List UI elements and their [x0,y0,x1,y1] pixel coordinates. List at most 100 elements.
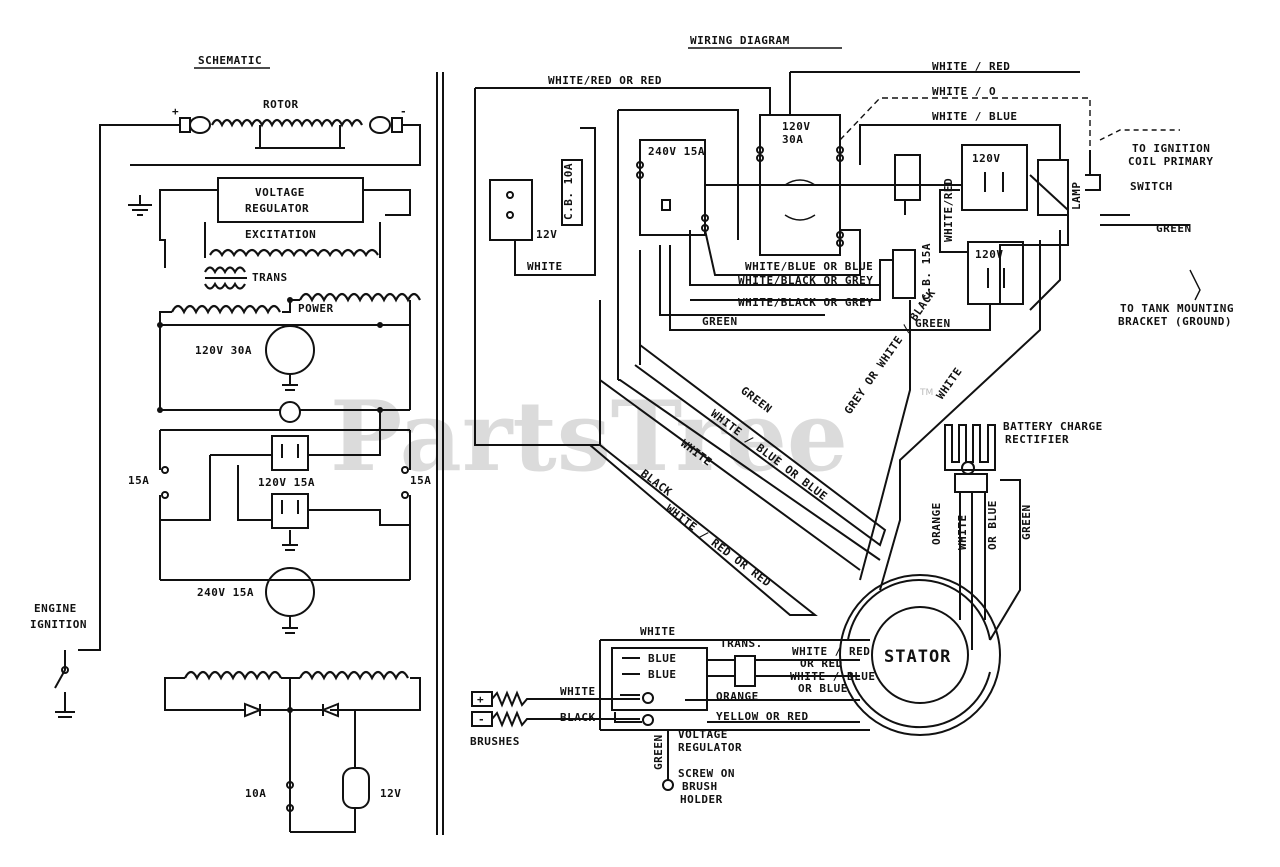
switch-label: SWITCH [1130,180,1173,193]
recept-240v-label: 240V 15A [197,586,254,599]
white-blue-bottom-1-label: WHITE / BLUE [790,670,875,683]
receptacle-120v-15a-a [961,144,1028,211]
blue-1-label: BLUE [648,652,677,665]
schematic-section: SCHEMATIC ROTOR + - VOLTAGE REGULATOR EX… [30,54,431,833]
trans-bottom-label: TRANS. [720,637,763,650]
circuit-breaker-10a-body [561,159,583,226]
voltage-regulator-label-1: VOLTAGE [255,186,305,199]
battery-charge-label-1: BATTERY CHARGE [1003,420,1103,433]
watermark-tm: TM [919,388,933,398]
green-vertical-label: GREEN [652,734,665,770]
black-brush-label: BLACK [560,711,596,724]
transformer-icon [734,655,756,687]
rotor-minus: - [400,105,407,118]
green-2-label: GREEN [915,317,951,330]
blue-2-label: BLUE [648,668,677,681]
charge-coil-right-icon [299,670,409,681]
engine-ignition-label-2: IGNITION [30,618,87,631]
schematic-title: SCHEMATIC [198,54,262,67]
white-red-bottom-2-label: OR RED [800,657,843,670]
ignition-switch-icon [54,650,75,718]
green-right-label: GREEN [1156,222,1192,235]
voltage-reg-label-1: VOLTAGE [678,728,728,741]
cb-12v-label: 12V [536,228,557,241]
rotor-label: ROTOR [263,98,299,111]
recept-30a-label: 120V 30A [195,344,252,357]
to-ignition-label-1: TO IGNITION [1132,142,1210,155]
battery-12v-label: 12V [380,787,401,800]
white-red-bottom-1-label: WHITE / RED [792,645,870,658]
white-red-vertical-label: WHITE/RED [942,178,955,242]
brushes-label: BRUSHES [470,735,520,748]
rect-wire-2-label: WHITE [956,514,969,550]
voltage-reg-label-2: REGULATOR [678,741,742,754]
cb-10a-label: C.B. 10A [562,163,575,220]
stator-inner [871,606,969,704]
stator-label: STATOR [884,647,951,667]
screw-label-1: SCREW ON [678,767,735,780]
white-bottom-label: WHITE [640,625,676,638]
circuit-breaker-15a [892,249,916,299]
lamp-label: LAMP [1070,182,1083,211]
power-coil-right-icon [299,292,421,303]
voltage-regulator-label-2: REGULATOR [245,202,309,215]
harness-white-red-label: WHITE / RED OR RED [663,502,773,590]
to-tank-label-1: TO TANK MOUNTING [1120,302,1234,315]
brush-spring-icon [491,690,640,708]
power-label: POWER [298,302,334,315]
yellow-red-label: YELLOW OR RED [716,710,809,723]
receptacle-15a-icon [271,435,309,471]
white-brush-label: WHITE [560,685,596,698]
white-black-grey-2-label: WHITE/BLACK OR GREY [738,296,873,309]
brush-minus-label: - [478,713,485,726]
white-blue-orange-label: WHITE/BLUE OR BLUE [745,260,873,273]
brush-plus-label: + [477,693,484,706]
wire-top-right-1-label: WHITE / RED [932,60,1010,73]
screw-icon [662,779,674,791]
harness-white-right-label: WHITE [934,365,965,402]
orange-label: ORANGE [716,690,759,703]
battery-charge-label-2: RECTIFIER [1005,433,1069,446]
watermark-text: PartsTree [330,380,848,493]
wiring-title: WIRING DIAGRAM [690,34,790,47]
power-coil-left-icon [171,304,281,315]
engine-ignition-label-1: ENGINE [34,602,77,615]
to-ignition-label-2: COIL PRIMARY [1128,155,1213,168]
recept-120v-30a-label-2: 30A [782,133,803,146]
breaker-15a-right-label: 15A [410,474,431,487]
breaker-15a-left-label: 15A [128,474,149,487]
receptacle-30a-icon [265,325,315,375]
stator-outer [839,574,1001,736]
charge-coil-left-icon [184,670,282,681]
rect-wire-1-label: ORANGE [930,502,943,545]
recept-120v-15a-b-label: 120V [975,248,1004,261]
receptacle-120v-15a-b [967,241,1024,305]
rect-wire-3-label: OR BLUE [986,500,999,550]
wire-white-red-top-label: WHITE/RED OR RED [548,74,662,87]
transformer-coil-icon [204,266,246,290]
rotor-plus: + [172,105,179,118]
receptacle-15a-icon [271,493,309,529]
screw-label-2: BRUSH [682,780,718,793]
wire-top-right-2-label: WHITE / O [932,85,996,98]
voltage-regulator-box [217,177,364,223]
excitation-label: EXCITATION [245,228,316,241]
white-black-grey-label: WHITE/BLACK OR GREY [738,274,873,287]
screw-label-3: HOLDER [680,793,723,806]
rotor-coil-icon [211,118,363,128]
rectifier-heatsink-icon [944,424,996,471]
white-short-label: WHITE [527,260,563,273]
white-blue-bottom-2-label: OR BLUE [798,682,848,695]
breaker-10a-label: 10A [245,787,266,800]
wire-top-right-3-label: WHITE / BLUE [932,110,1017,123]
brush-spring-icon [491,710,640,728]
lamp-icon [279,401,301,423]
to-tank-label-2: BRACKET (GROUND) [1118,315,1232,328]
cb-15a-label: C.B. 15A [920,243,933,300]
receptacle-240v-15a [639,139,706,236]
recept-240v-15a-label: 240V 15A [648,145,705,158]
ground-icon [128,195,152,216]
rect-wire-4-label: GREEN [1020,504,1033,540]
battery-icon [342,767,370,809]
